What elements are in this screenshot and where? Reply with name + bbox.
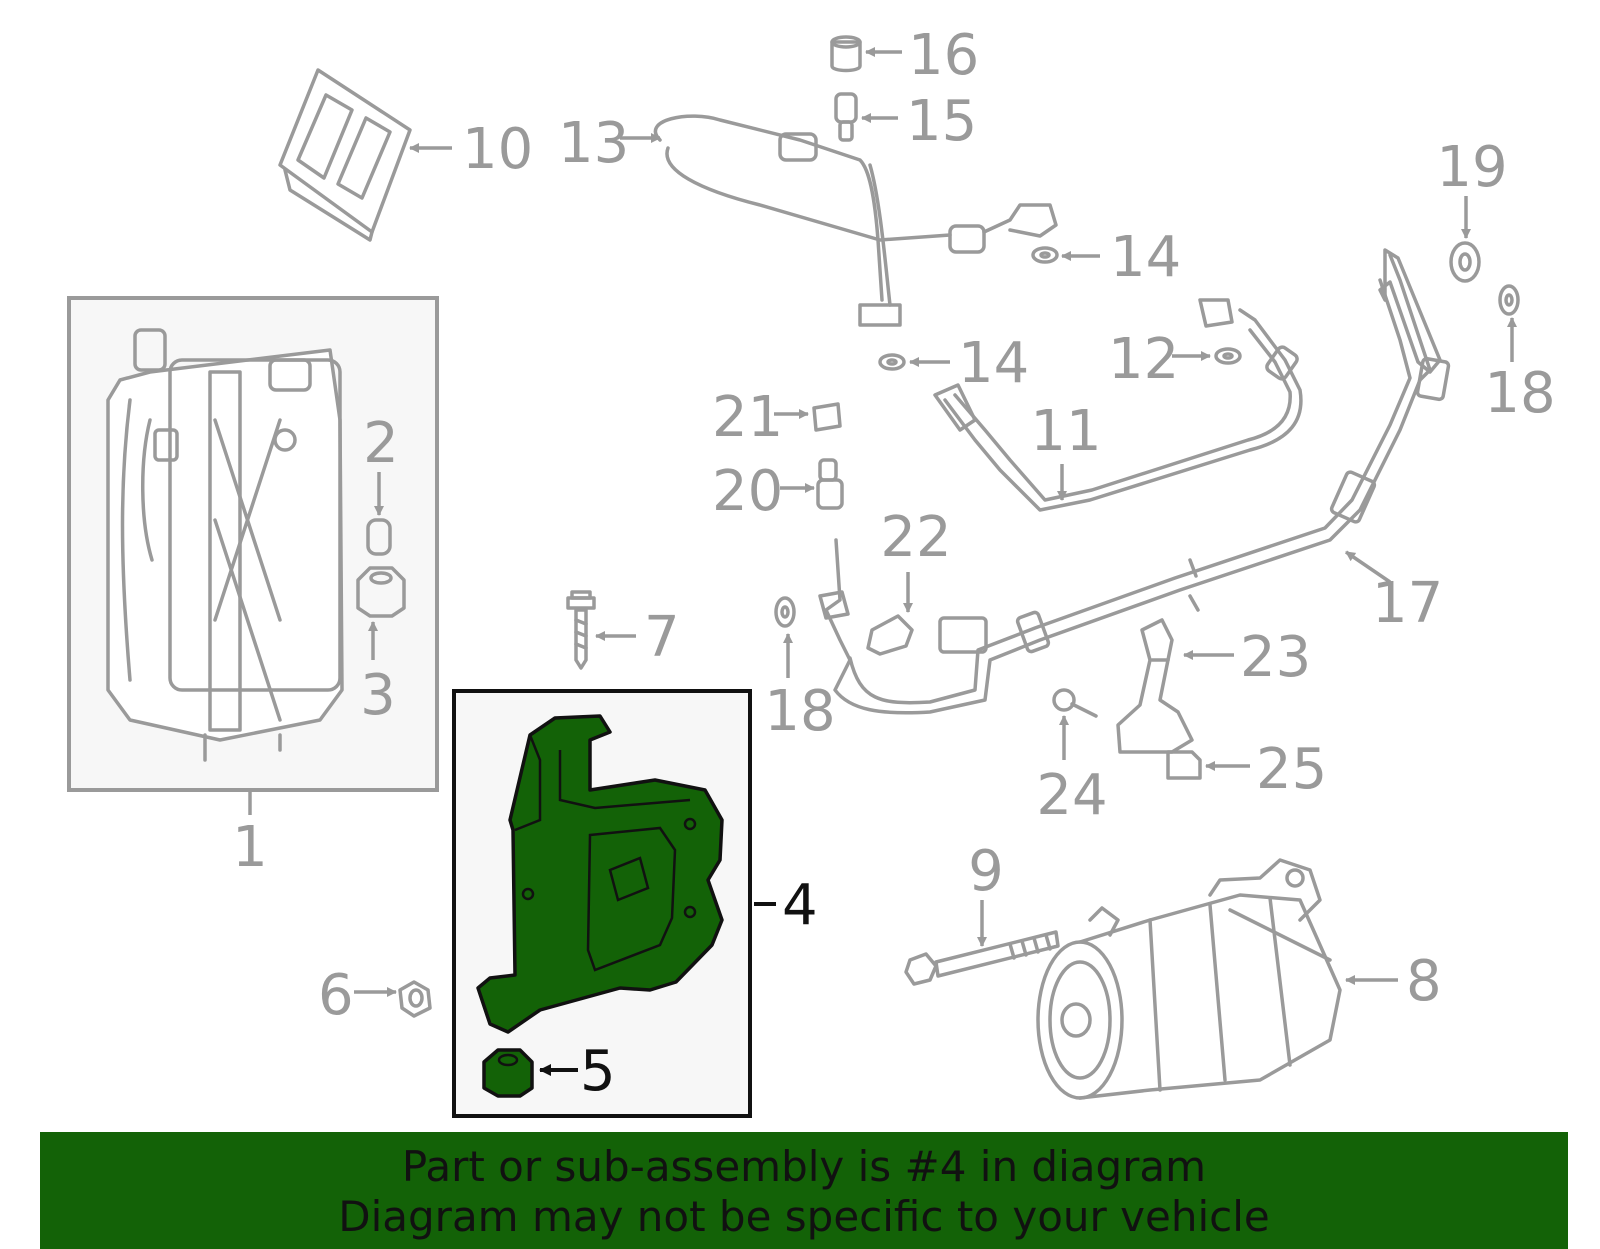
part-3[interactable]: 3 bbox=[356, 566, 406, 728]
part-25[interactable]: 25 bbox=[1166, 737, 1327, 802]
part-13[interactable]: 13 bbox=[558, 111, 1058, 327]
callout-6: 6 bbox=[318, 963, 354, 1028]
part-24[interactable]: 24 bbox=[1036, 688, 1108, 828]
callout-18-left: 18 bbox=[764, 679, 835, 744]
part-11[interactable]: 11 bbox=[933, 298, 1303, 512]
callout-4: 4 bbox=[782, 873, 818, 938]
part-22[interactable]: 22 bbox=[866, 505, 952, 656]
part-6[interactable]: 6 bbox=[318, 963, 432, 1028]
info-banner: Part or sub-assembly is #4 in diagram Di… bbox=[40, 1132, 1568, 1249]
part-15[interactable]: 15 bbox=[834, 89, 977, 154]
banner-line-2: Diagram may not be specific to your vehi… bbox=[338, 1192, 1270, 1241]
part-21[interactable]: 21 bbox=[712, 385, 842, 450]
callout-24: 24 bbox=[1036, 763, 1107, 828]
part-19[interactable]: 19 bbox=[1436, 135, 1508, 283]
callout-14-lower: 14 bbox=[958, 331, 1029, 396]
callout-10: 10 bbox=[462, 117, 533, 182]
callout-1: 1 bbox=[232, 815, 268, 880]
part-18-right[interactable]: 18 bbox=[1484, 284, 1556, 426]
part-2[interactable]: 2 bbox=[363, 411, 399, 556]
part-1-assembly[interactable]: 1 bbox=[67, 296, 439, 880]
part-5-nut[interactable] bbox=[482, 1048, 534, 1098]
callout-12: 12 bbox=[1108, 327, 1179, 392]
part-20[interactable]: 20 bbox=[712, 458, 844, 524]
callout-13: 13 bbox=[558, 111, 629, 176]
part-8[interactable]: 8 bbox=[1036, 858, 1442, 1100]
callout-7: 7 bbox=[644, 605, 680, 670]
part-4-highlighted[interactable]: 4 5 bbox=[452, 689, 818, 1118]
callout-22: 22 bbox=[880, 505, 951, 570]
callout-16: 16 bbox=[908, 23, 979, 88]
callout-8: 8 bbox=[1406, 949, 1442, 1014]
callout-5: 5 bbox=[580, 1039, 616, 1104]
banner-line-1: Part or sub-assembly is #4 in diagram bbox=[401, 1142, 1207, 1191]
callout-21: 21 bbox=[712, 385, 783, 450]
callout-19: 19 bbox=[1436, 135, 1507, 200]
callout-9: 9 bbox=[968, 839, 1004, 904]
part-18-left[interactable]: 18 bbox=[764, 596, 836, 744]
part-12[interactable]: 12 bbox=[1108, 327, 1242, 392]
callout-3: 3 bbox=[360, 663, 396, 728]
part-23[interactable]: 23 bbox=[1116, 618, 1311, 754]
part-17[interactable]: 17 bbox=[818, 248, 1451, 715]
callout-20: 20 bbox=[712, 459, 783, 524]
part-9[interactable]: 9 bbox=[904, 839, 1060, 986]
part-10[interactable]: 10 bbox=[278, 68, 533, 242]
callout-14-upper: 14 bbox=[1110, 225, 1181, 290]
part-14-upper[interactable]: 14 bbox=[1031, 225, 1181, 290]
part-16[interactable]: 16 bbox=[830, 23, 979, 88]
callout-17: 17 bbox=[1372, 571, 1443, 636]
part-7[interactable]: 7 bbox=[566, 590, 680, 670]
part-14-lower[interactable]: 14 bbox=[878, 331, 1029, 396]
callout-18-right: 18 bbox=[1484, 361, 1555, 426]
callout-2: 2 bbox=[363, 411, 399, 476]
callout-23: 23 bbox=[1240, 625, 1311, 690]
callout-25: 25 bbox=[1256, 737, 1327, 802]
callout-15: 15 bbox=[906, 89, 977, 154]
callout-11: 11 bbox=[1030, 399, 1101, 464]
